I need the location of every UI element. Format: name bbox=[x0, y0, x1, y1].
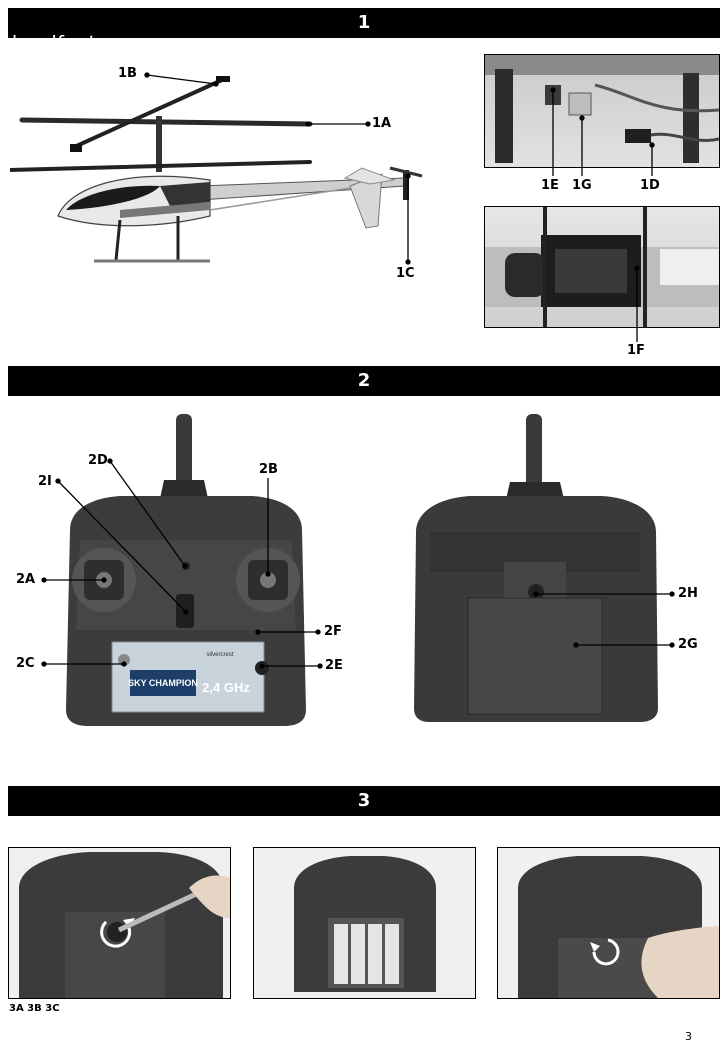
photo-step-3b bbox=[253, 847, 476, 999]
label-2h: 2H bbox=[678, 586, 698, 601]
label-1a: 1A bbox=[372, 116, 392, 131]
helicopter-illustration bbox=[10, 76, 423, 263]
page-number: 3 bbox=[685, 1030, 692, 1043]
label-2d: 2D bbox=[88, 453, 108, 468]
section-1-header: 1 bbox=[8, 8, 720, 38]
label-2c: 2C bbox=[16, 656, 35, 671]
small-brand-text: silvercrest bbox=[206, 652, 233, 658]
step-captions: 3A 3B 3C bbox=[9, 1003, 60, 1014]
section-1-number: 1 bbox=[357, 12, 371, 33]
band-text: 2,4 GHz bbox=[202, 680, 250, 695]
watermark-text: hardfootsy bbox=[12, 32, 119, 54]
label-2i: 2I bbox=[38, 474, 52, 489]
label-2g: 2G bbox=[678, 637, 698, 652]
photo-landing-gear-closeup bbox=[484, 54, 720, 168]
section-2-number: 2 bbox=[357, 370, 371, 391]
transmitter-back-illustration bbox=[414, 414, 658, 722]
label-2b: 2B bbox=[259, 462, 278, 477]
label-1g: 1G bbox=[572, 178, 592, 193]
photo-underside-closeup bbox=[484, 206, 720, 328]
label-1f: 1F bbox=[627, 343, 645, 358]
label-2e: 2E bbox=[325, 658, 343, 673]
photo-step-3a bbox=[8, 847, 231, 999]
label-1b: 1B bbox=[118, 66, 137, 81]
photo-step-3c bbox=[497, 847, 720, 999]
label-1d: 1D bbox=[640, 178, 660, 193]
label-1e: 1E bbox=[541, 178, 559, 193]
section-3-number: 3 bbox=[357, 790, 371, 811]
section-3-header: 3 bbox=[8, 786, 720, 816]
label-2a: 2A bbox=[16, 572, 36, 587]
label-2f: 2F bbox=[324, 624, 342, 639]
section-2-header: 2 bbox=[8, 366, 720, 396]
label-1c: 1C bbox=[396, 266, 415, 281]
brand-text: SKY CHAMPION bbox=[128, 678, 198, 688]
